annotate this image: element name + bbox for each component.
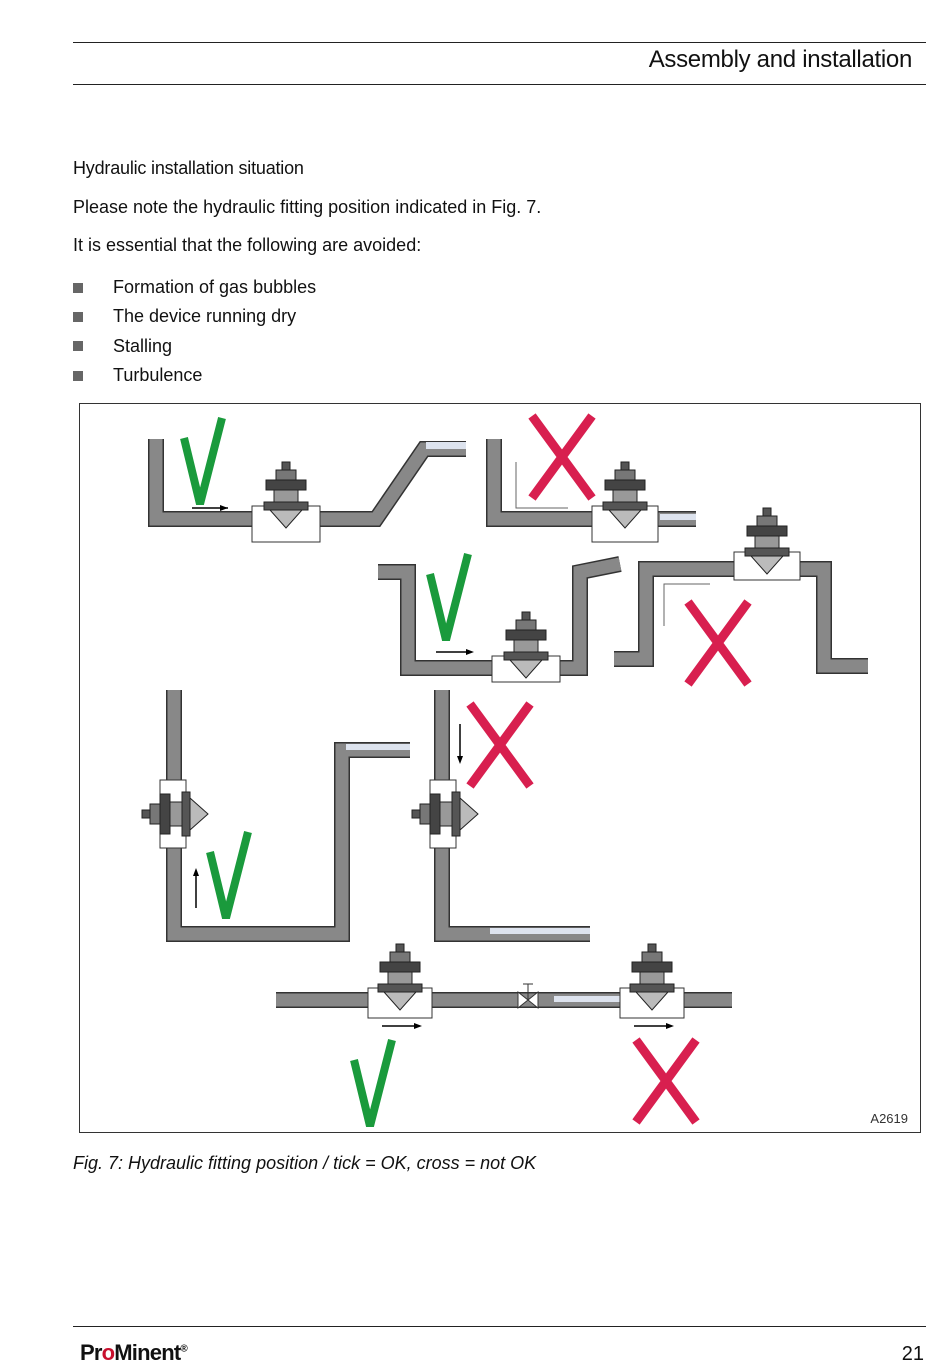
list-item: The device running dry — [73, 302, 316, 331]
scenario-u-trap-ok — [378, 554, 622, 683]
ok-tick-icon — [210, 832, 248, 918]
prominent-logo: ProMinent® — [80, 1340, 188, 1365]
section-heading: Hydraulic installation situation — [73, 158, 304, 178]
scenario-pipe-bend-close-not-ok — [486, 416, 696, 543]
footer-rule — [73, 1326, 926, 1327]
hydraulic-fitting-figure: A2619 — [79, 403, 921, 1133]
ok-tick-icon — [430, 554, 468, 640]
page-number: 21 — [901, 1343, 924, 1365]
bullet-square-icon — [73, 370, 83, 381]
ok-tick-icon — [184, 418, 222, 504]
paragraph-fitting-note: Please note the hydraulic fitting positi… — [73, 197, 542, 217]
page-header-title: Assembly and installation — [648, 46, 913, 73]
header-bottom-rule — [73, 84, 926, 85]
bullet-square-icon — [73, 282, 83, 293]
list-item: Turbulence — [73, 361, 316, 390]
scenario-pipe-bend-downstream-ok — [148, 418, 466, 543]
scenario-valve-position — [276, 943, 732, 1126]
scenario-vertical-upflow-ok — [141, 690, 410, 942]
not-ok-cross-icon — [470, 704, 530, 786]
ok-tick-icon — [354, 1040, 392, 1126]
header-top-rule — [73, 42, 926, 43]
not-ok-cross-icon — [532, 416, 592, 498]
scenario-inverted-u-not-ok — [614, 507, 868, 684]
bullet-square-icon — [73, 341, 83, 352]
not-ok-cross-icon — [636, 1040, 696, 1122]
not-ok-cross-icon — [688, 602, 748, 684]
hydraulic-diagram — [141, 404, 868, 1132]
bullet-square-icon — [73, 311, 83, 322]
list-item: Stalling — [73, 332, 316, 361]
list-item: Formation of gas bubbles — [73, 273, 316, 302]
figure-id: A2619 — [870, 1111, 908, 1126]
paragraph-avoid-intro: It is essential that the following are a… — [73, 235, 422, 255]
avoid-list: Formation of gas bubbles The device runn… — [73, 273, 316, 390]
figure-caption: Fig. 7: Hydraulic fitting position / tic… — [73, 1153, 537, 1173]
scenario-vertical-downflow-not-ok — [411, 690, 590, 942]
